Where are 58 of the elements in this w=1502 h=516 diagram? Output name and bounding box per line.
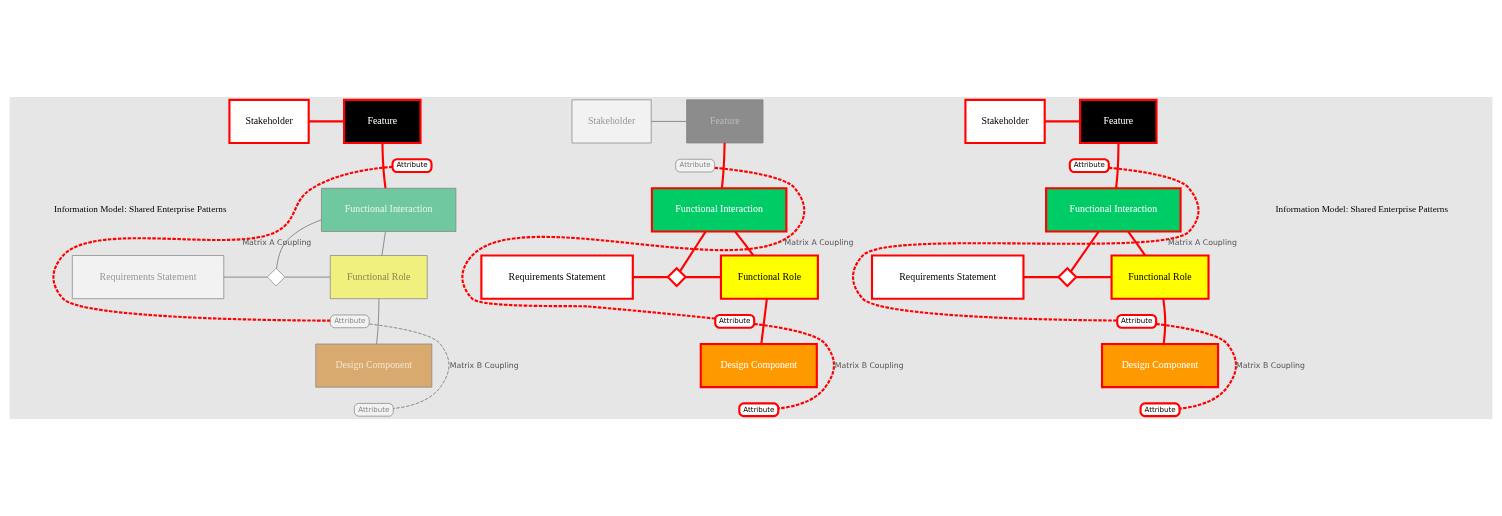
node-diamond bbox=[1057, 266, 1078, 288]
node-box: Attribute bbox=[1068, 158, 1110, 174]
connector bbox=[369, 323, 450, 409]
node-box: Attribute bbox=[1116, 313, 1158, 329]
node-box: Design Component bbox=[1100, 342, 1220, 389]
node-box: Design Component bbox=[699, 342, 818, 389]
node-box: Feature bbox=[343, 98, 422, 145]
connector bbox=[381, 143, 387, 189]
connector bbox=[284, 276, 331, 278]
node-box: Stakeholder bbox=[964, 98, 1046, 145]
node-box: Functional Role bbox=[329, 255, 428, 300]
node-box: Stakeholder bbox=[571, 99, 652, 144]
connector bbox=[461, 166, 806, 320]
node-box: Feature bbox=[1079, 98, 1158, 145]
connector bbox=[633, 276, 668, 279]
node-diamond bbox=[666, 266, 688, 288]
connector bbox=[52, 165, 393, 322]
node-box: Attribute bbox=[738, 402, 780, 418]
node-box: Design Component bbox=[315, 343, 433, 388]
connector bbox=[734, 230, 755, 256]
node-box: Attribute bbox=[391, 158, 433, 174]
node-diamond bbox=[266, 267, 286, 287]
node-box: Attribute bbox=[329, 314, 370, 329]
node-box: Attribute bbox=[1139, 402, 1181, 418]
connector bbox=[754, 322, 835, 410]
connector bbox=[308, 120, 344, 123]
node-box: Functional Interaction bbox=[650, 187, 788, 233]
connector bbox=[685, 276, 721, 279]
connector bbox=[1162, 298, 1167, 344]
connector bbox=[852, 166, 1200, 322]
node-box: Functional Role bbox=[719, 254, 819, 300]
node-box: Functional Interaction bbox=[1045, 187, 1182, 233]
connector bbox=[720, 143, 726, 189]
connector bbox=[223, 276, 268, 278]
connector bbox=[1115, 143, 1120, 189]
connector bbox=[1023, 276, 1059, 279]
node-box: Attribute bbox=[675, 158, 715, 173]
connector bbox=[376, 298, 380, 345]
node-box: Functional Interaction bbox=[321, 187, 457, 232]
node-box: Stakeholder bbox=[228, 98, 310, 145]
label: Information Model: Shared Enterprise Patterns bbox=[54, 204, 227, 215]
connector bbox=[1076, 276, 1112, 279]
connector bbox=[276, 219, 322, 269]
connector bbox=[651, 121, 687, 122]
node-box: Requirements Statement bbox=[71, 255, 225, 300]
connector bbox=[381, 231, 386, 256]
node-box: Attribute bbox=[714, 313, 756, 329]
node-box: Requirements Statement bbox=[480, 254, 634, 300]
connector bbox=[1156, 322, 1237, 410]
connector bbox=[760, 298, 768, 345]
connector bbox=[1127, 230, 1146, 256]
node-box: Attribute bbox=[354, 403, 394, 417]
connector bbox=[1044, 120, 1080, 123]
connector bbox=[1069, 231, 1100, 273]
connector bbox=[679, 231, 707, 272]
node-box: Requirements Statement bbox=[870, 254, 1025, 300]
label: Information Model: Shared Enterprise Patterns bbox=[1275, 204, 1448, 215]
node-box: Functional Role bbox=[1110, 254, 1210, 300]
